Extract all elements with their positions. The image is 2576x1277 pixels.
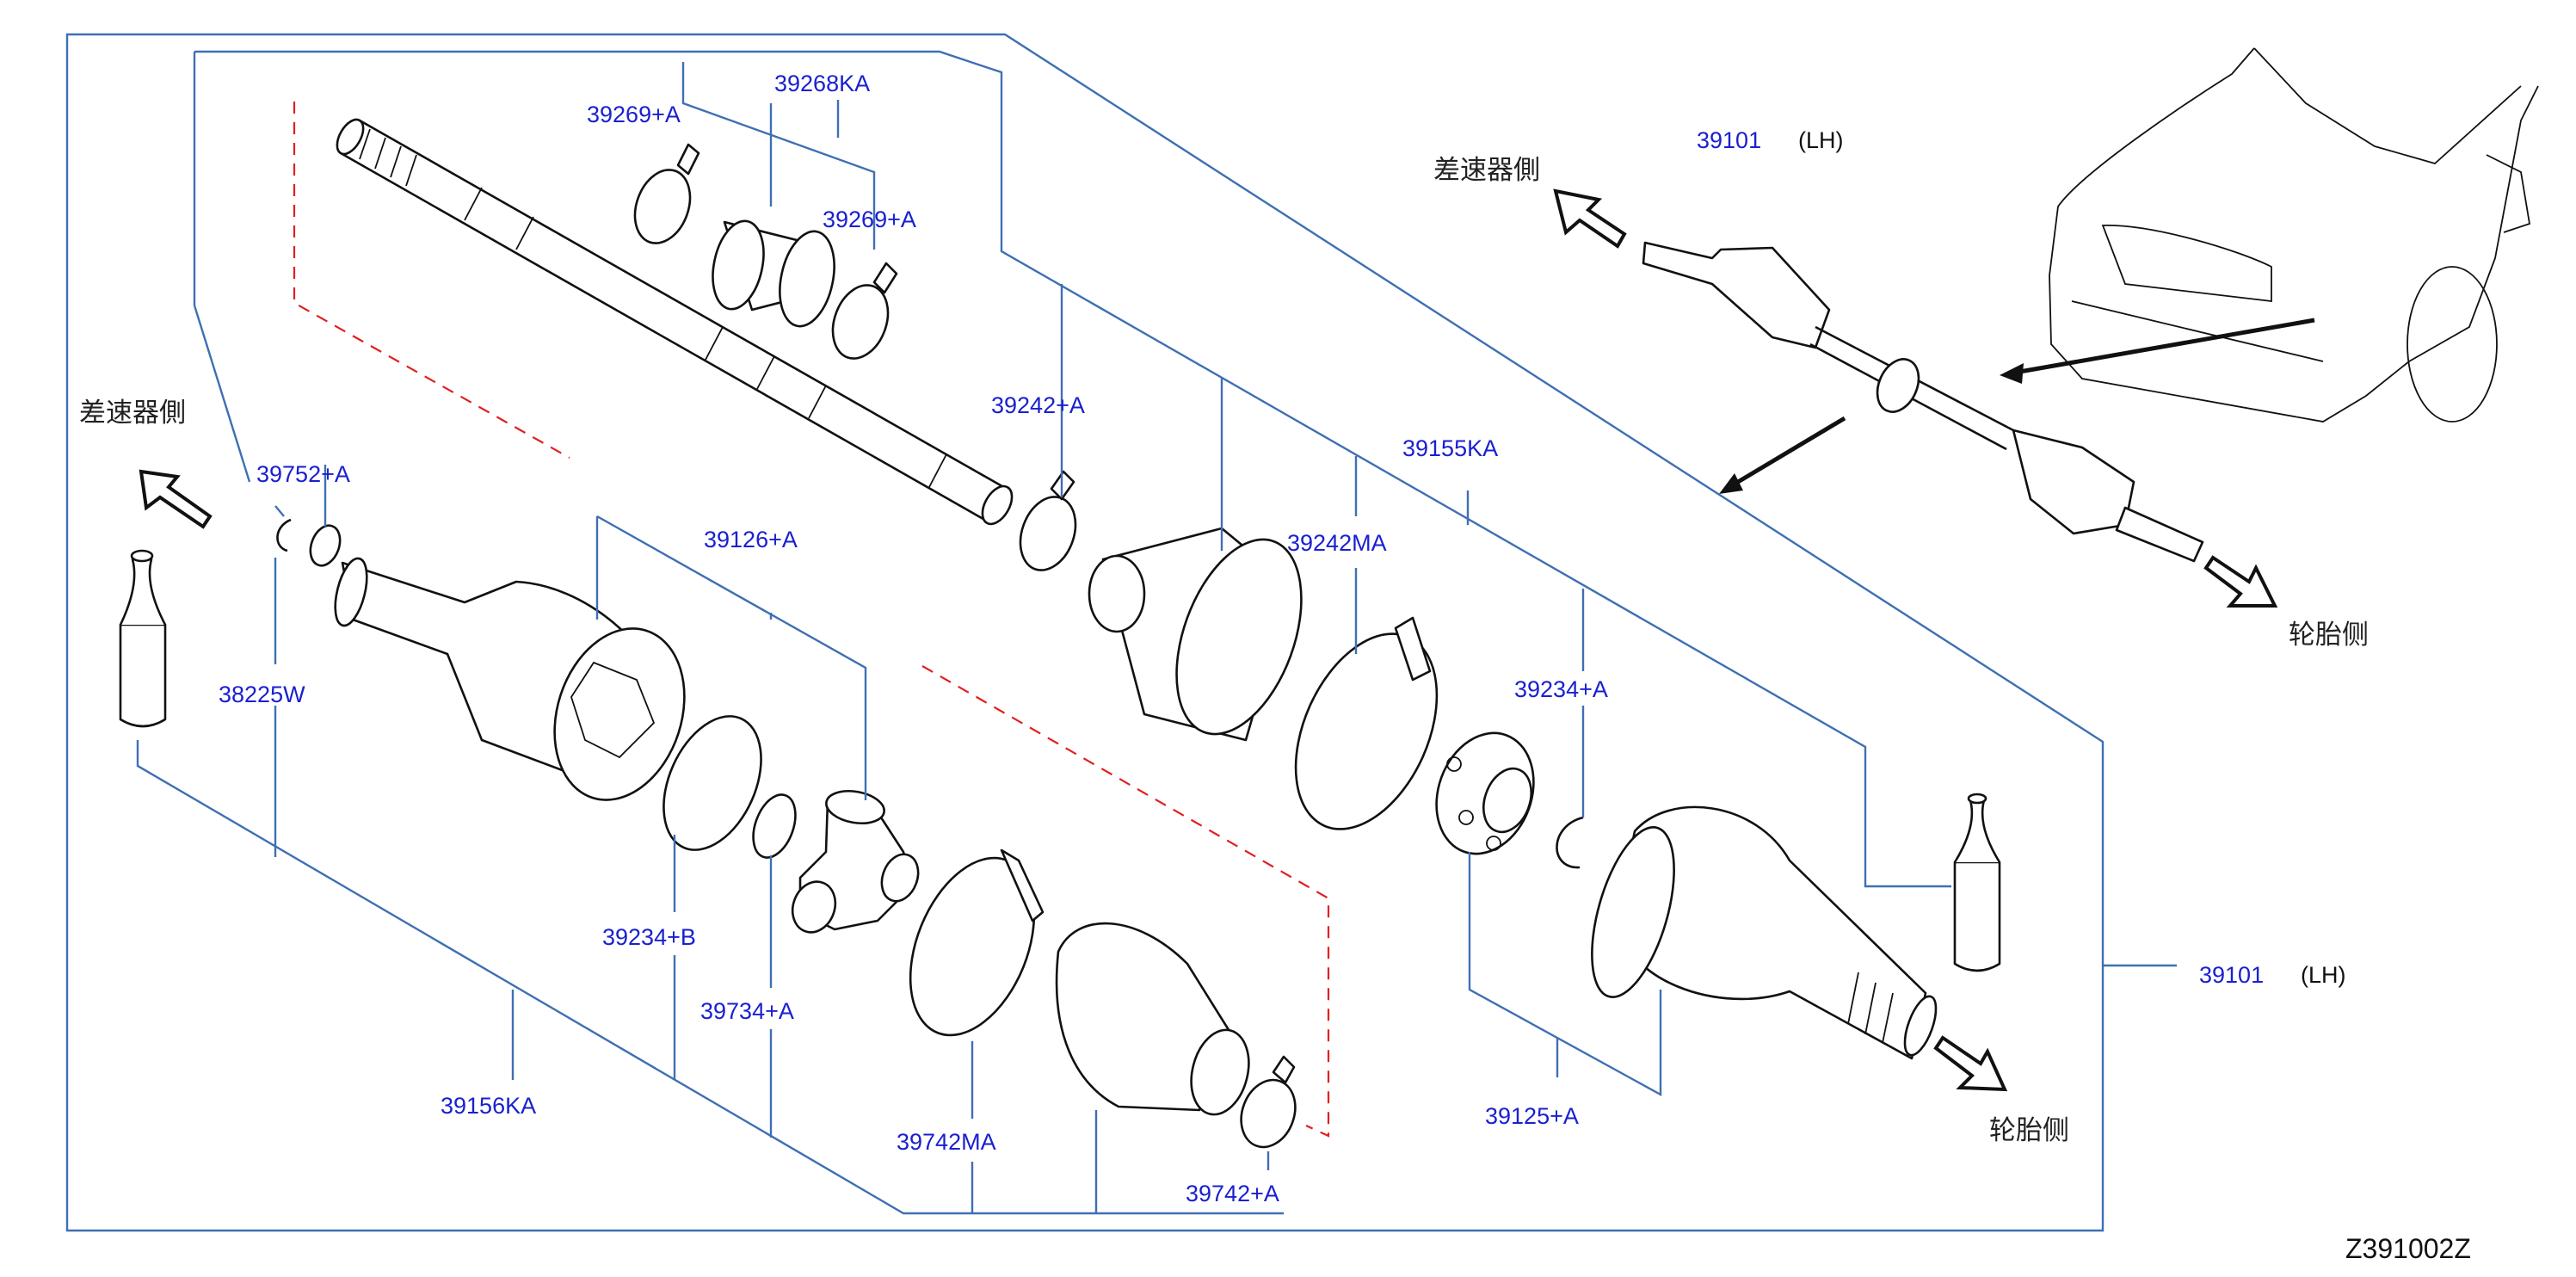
label-39101-frame: 39101 — [2199, 962, 2264, 988]
label-39234B: 39234+B — [602, 924, 696, 950]
label-tire-side-main: 轮胎侧 — [1989, 1115, 2069, 1146]
leader-39125A — [1468, 852, 1662, 1097]
label-39269A-right: 39269+A — [823, 207, 916, 232]
inner-joint-housing — [334, 557, 686, 801]
inner-frame — [194, 50, 1951, 888]
inner-race — [1435, 731, 1535, 855]
arrow-differential-inset — [1553, 188, 1627, 249]
inset-pointer-arrows — [1719, 318, 2315, 494]
inset-drive-shaft — [1642, 241, 2204, 563]
outer-joint-39125A — [1591, 805, 1938, 1060]
snap-ring-39734A — [752, 793, 797, 859]
tripod-joint — [791, 790, 920, 934]
label-39126A: 39126+A — [704, 527, 798, 552]
boot-39268KA — [712, 219, 835, 328]
outer-frame — [65, 33, 2105, 1232]
clamp-39742MA — [909, 848, 1045, 1037]
snap-ring-38225W — [276, 518, 292, 552]
label-39269A-top: 39269+A — [587, 102, 681, 127]
leader-39269A-top — [681, 62, 876, 250]
label-lh-inset: (LH) — [1798, 127, 1844, 153]
label-39242A: 39242+A — [991, 392, 1085, 418]
dashed-outline-lower — [921, 665, 1330, 1138]
label-differential-side-left: 差速器側 — [79, 398, 186, 429]
label-39752A: 39752+A — [256, 461, 350, 487]
label-39742A: 39742+A — [1186, 1181, 1279, 1206]
washer-39752A — [309, 524, 342, 567]
label-39734A: 39734+A — [700, 998, 794, 1024]
label-differential-side-inset: 差速器側 — [1433, 155, 1540, 186]
label-39101-inset: 39101 — [1697, 127, 1761, 153]
label-39268KA: 39268KA — [774, 71, 870, 96]
arrow-differential-left — [139, 469, 213, 529]
label-39242MA: 39242MA — [1287, 530, 1387, 556]
boot-inner — [1055, 922, 1250, 1116]
grease-tube-left — [119, 549, 167, 728]
arrow-tire-inset — [2203, 555, 2278, 608]
bracket-39156KA — [136, 740, 1284, 1215]
label-39742MA: 39742MA — [897, 1129, 996, 1155]
arrow-tire-main — [1933, 1035, 2008, 1092]
label-tire-side-inset: 轮胎侧 — [2289, 620, 2369, 651]
drawing-code: Z391002Z — [2345, 1233, 2471, 1264]
clamp-39742A — [1240, 1055, 1297, 1149]
label-39234A: 39234+A — [1514, 676, 1608, 702]
label-38225W: 38225W — [219, 682, 305, 707]
clamp-39269A-top — [633, 143, 700, 244]
clamp-39242MA — [1294, 616, 1439, 830]
snap-ring-39234A — [1556, 816, 1584, 869]
clamp-39242A — [1019, 470, 1077, 571]
label-39155KA: 39155KA — [1402, 435, 1498, 461]
dashed-outline-upper — [293, 102, 570, 459]
leader-39126A — [595, 515, 867, 800]
intermediate-shaft — [336, 118, 1014, 526]
o-ring-39234B — [662, 715, 762, 851]
car-outline — [2049, 47, 2539, 423]
label-lh-frame: (LH) — [2301, 962, 2346, 988]
label-39156KA: 39156KA — [441, 1093, 536, 1119]
grease-tube-right — [1953, 793, 2001, 972]
label-39125A: 39125+A — [1485, 1103, 1579, 1129]
boot-39155KA — [1088, 527, 1303, 742]
clamp-39269A-right — [831, 262, 898, 360]
